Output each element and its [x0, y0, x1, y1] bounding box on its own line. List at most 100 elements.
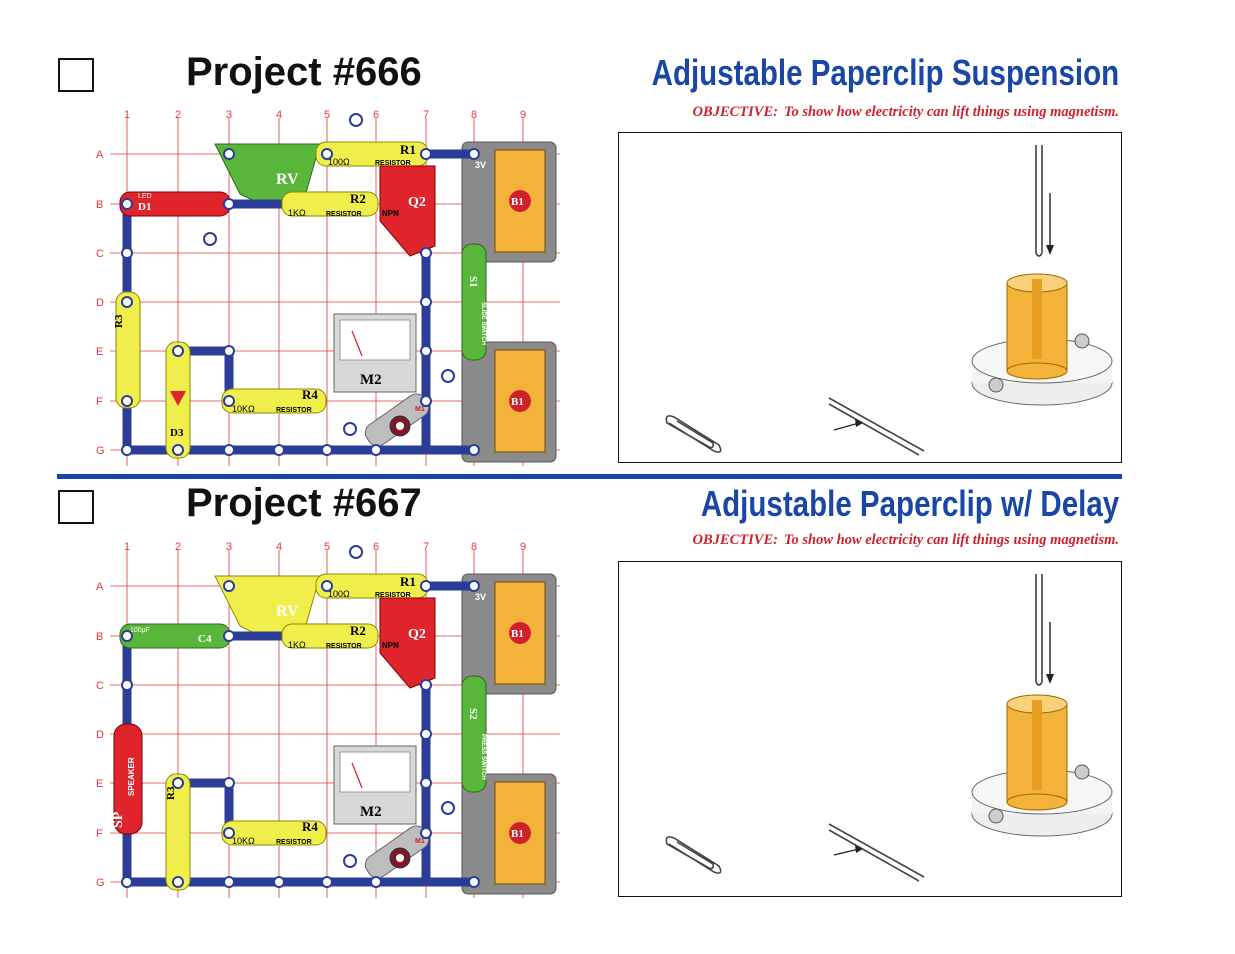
col-label-2: 2 [175, 109, 181, 121]
col-label-5: 5 [324, 109, 330, 121]
col-label-6: 6 [373, 109, 379, 121]
r2-value: 1KΩ [288, 640, 306, 650]
q2-label: Q2 [408, 627, 426, 642]
b1-label-2: B1 [511, 396, 524, 408]
c4-label: C4 [198, 633, 212, 645]
r4-type: RESISTOR [276, 407, 312, 414]
row-label-c: C [96, 248, 104, 260]
r1-type: RESISTOR [375, 160, 411, 167]
b1-voltage: 3V [475, 160, 486, 170]
q2-type: NPN [382, 209, 399, 218]
battery-b1-bottom: B1 [461, 341, 557, 463]
col-label-6: 6 [373, 541, 379, 553]
objective-text: To show how electricity can lift things … [783, 532, 1119, 548]
col-label-4: 4 [276, 541, 282, 553]
row-label-b: B [96, 631, 103, 643]
paperclip-icon [665, 836, 722, 874]
rv-label: RV [276, 603, 299, 620]
r2-value: 1KΩ [288, 208, 306, 218]
s1-type: SLIDE SWITCH [480, 302, 486, 345]
r4-label: R4 [302, 387, 318, 402]
row-label-b: B [96, 199, 103, 211]
section-divider [57, 474, 1122, 479]
r1-value: 100Ω [328, 157, 350, 167]
row-label-f: F [96, 828, 103, 840]
d1-label: D1 [138, 201, 151, 213]
project-667-section: Project #667 Adjustable Paperclip w/ Del… [0, 480, 1235, 954]
r3-label: R3 [113, 314, 125, 328]
r4-value: 10KΩ [232, 836, 255, 846]
battery-b1-top: B1 3V [461, 141, 557, 263]
r1-label: R1 [400, 142, 416, 157]
r2-label: R2 [350, 191, 366, 206]
sp-label: SP [111, 811, 126, 828]
straightened-paperclip-icon [828, 823, 925, 882]
s2-label: S2 [467, 708, 479, 720]
illustration-panel-667 [618, 561, 1122, 897]
project-667-title: Adjustable Paperclip w/ Delay [700, 483, 1119, 524]
r2-type: RESISTOR [326, 643, 362, 650]
col-label-8: 8 [471, 541, 477, 553]
paperclip-delay-illustration [665, 574, 1113, 882]
circuit-diagram-667: 1 2 3 4 5 6 7 8 9 A B C D E F G B1 3V [96, 541, 560, 898]
col-label-9: 9 [520, 541, 526, 553]
battery-b1-bottom: B1 [461, 773, 557, 895]
row-label-e: E [96, 778, 103, 790]
r4-type: RESISTOR [276, 839, 312, 846]
rv-label: RV [276, 171, 299, 188]
project-666-number: Project #666 [186, 50, 422, 94]
switch-s1[interactable] [461, 243, 487, 361]
resistor-r2 [281, 623, 379, 649]
r4-label: R4 [302, 819, 318, 834]
s1-label: S1 [467, 276, 479, 288]
row-label-a: A [96, 581, 104, 593]
project-666-checkbox[interactable] [58, 58, 94, 92]
row-label-e: E [96, 346, 103, 358]
objective-label: OBJECTIVE: [692, 532, 778, 548]
resistor-r4 [221, 388, 327, 414]
row-label-f: F [96, 396, 103, 408]
speaker-sp [113, 723, 143, 835]
col-label-8: 8 [471, 109, 477, 121]
b1-voltage: 3V [475, 592, 486, 602]
col-label-9: 9 [520, 109, 526, 121]
r1-type: RESISTOR [375, 592, 411, 599]
row-label-d: D [96, 729, 104, 741]
col-label-4: 4 [276, 109, 282, 121]
row-label-c: C [96, 680, 104, 692]
objective-text: To show how electricity can lift things … [783, 104, 1119, 120]
col-label-7: 7 [423, 541, 429, 553]
straightened-paperclip-icon [828, 397, 925, 456]
row-label-d: D [96, 297, 104, 309]
r3-label: R3 [165, 786, 177, 800]
resistor-r2 [281, 191, 379, 217]
col-label-1: 1 [124, 541, 130, 553]
switch-s2[interactable] [461, 675, 487, 793]
suspended-paperclip-icon [1035, 145, 1043, 257]
resistor-r4 [221, 820, 327, 846]
project-666-section: Project #666 Adjustable Paperclip Suspen… [0, 0, 1235, 474]
m2-label: M2 [360, 804, 382, 820]
q2-type: NPN [382, 641, 399, 650]
illustration-panel-666 [618, 132, 1122, 463]
sp-type: SPEAKER [127, 757, 136, 796]
m1-label: M1 [415, 406, 425, 413]
objective-label: OBJECTIVE: [692, 104, 778, 120]
col-label-7: 7 [423, 109, 429, 121]
r1-label: R1 [400, 574, 416, 589]
b1-label-2: B1 [511, 828, 524, 840]
col-label-2: 2 [175, 541, 181, 553]
col-label-1: 1 [124, 109, 130, 121]
s2-type: PRESS SWITCH [480, 734, 486, 780]
r1-value: 100Ω [328, 589, 350, 599]
project-667-checkbox[interactable] [58, 490, 94, 524]
suspended-paperclip-icon [1035, 574, 1043, 686]
r4-value: 10KΩ [232, 404, 255, 414]
row-label-g: G [96, 877, 105, 889]
led-d1 [119, 191, 231, 217]
resistor-r3 [115, 291, 141, 409]
row-label-g: G [96, 445, 105, 457]
q2-label: Q2 [408, 195, 426, 210]
b1-label: B1 [511, 628, 524, 640]
r2-type: RESISTOR [326, 211, 362, 218]
